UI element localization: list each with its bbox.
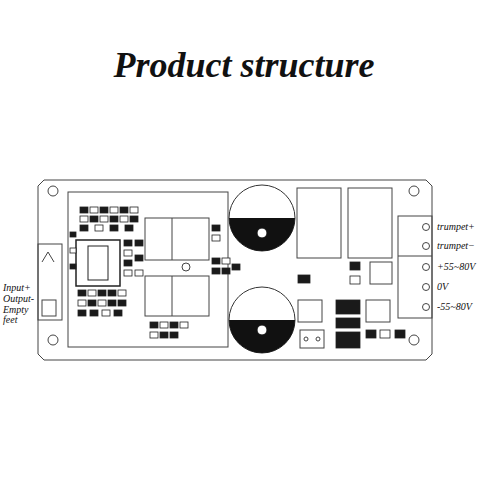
smd-part [150, 332, 158, 338]
smd-part [160, 322, 168, 328]
smd-part [135, 255, 143, 261]
smd-part [80, 225, 88, 231]
smd-part [70, 232, 76, 237]
smd-part [120, 207, 128, 213]
smd-part [130, 207, 138, 213]
smd-part [298, 275, 310, 283]
smd-part [336, 332, 360, 348]
smd-part [78, 290, 86, 296]
smd-part [366, 330, 376, 338]
smd-part [222, 258, 230, 264]
smd-part [80, 216, 88, 222]
terminal-block [398, 216, 432, 318]
mounting-hole [48, 335, 58, 345]
smd-part [78, 310, 86, 316]
smd-part [336, 300, 360, 314]
smd-part [118, 300, 126, 306]
terminal-label: trumpet+ [437, 222, 475, 232]
input-connector [38, 244, 62, 320]
smd-part [98, 290, 106, 296]
heatsink-area [68, 192, 228, 347]
smd-part [110, 207, 118, 213]
smd-part [150, 322, 158, 328]
pin-label: Empty feet [3, 305, 33, 325]
smd-part [212, 258, 220, 264]
smd-part [336, 318, 360, 328]
smd-part [180, 322, 188, 328]
op-amp-ic [76, 240, 120, 286]
smd-part [78, 300, 86, 306]
pcb-outline [38, 180, 432, 360]
smd-part [124, 260, 132, 266]
smd-part [88, 300, 96, 306]
smd-part [70, 264, 76, 269]
terminal-screw [423, 243, 430, 250]
page-title: Product structure [0, 44, 488, 86]
smd-part [232, 264, 240, 270]
smd-part [170, 332, 178, 338]
smd-part [118, 290, 126, 296]
smd-part [88, 290, 96, 296]
smd-part [124, 240, 132, 246]
smd-part [90, 310, 98, 316]
smd-part [90, 207, 98, 213]
smd-part [90, 216, 98, 222]
terminal-screw [423, 284, 430, 291]
terminal-label: 0V [437, 282, 448, 292]
smd-part [135, 240, 143, 246]
smd-part [125, 225, 133, 231]
terminal-screw [423, 224, 430, 231]
pin-label: Output- [3, 294, 34, 304]
mounting-hole [409, 186, 419, 196]
terminal-screw [423, 264, 430, 271]
smd-components [70, 207, 405, 348]
relay [348, 188, 392, 258]
terminal-screw [423, 304, 430, 311]
smd-part [212, 235, 220, 241]
relay [297, 188, 341, 258]
smd-part [395, 330, 405, 338]
smd-part [120, 216, 128, 222]
smd-part [350, 262, 360, 270]
smd-part [110, 225, 118, 231]
smd-part [124, 250, 132, 256]
smd-part [102, 310, 110, 316]
smd-part [212, 268, 220, 274]
terminal-label: trumpet− [437, 241, 475, 251]
smd-part [350, 276, 360, 284]
smd-part [212, 225, 220, 231]
smd-part [70, 248, 76, 253]
pin-label: Input+ [3, 283, 31, 293]
smd-part [130, 216, 138, 222]
smd-part [135, 270, 143, 276]
smd-part [380, 330, 390, 338]
smd-part [108, 300, 116, 306]
capacitor [229, 185, 295, 251]
mounting-hole [409, 335, 419, 345]
smd-part [80, 207, 88, 213]
terminal-label: +55~80V [437, 262, 475, 272]
smd-part [222, 268, 230, 274]
smd-part [124, 270, 132, 276]
smd-part [100, 207, 108, 213]
transistor-pad [145, 276, 209, 316]
smd-part [170, 322, 178, 328]
smd-part [108, 290, 116, 296]
connector [300, 330, 324, 348]
smd-part [95, 225, 103, 231]
terminal-label: -55~80V [437, 302, 472, 312]
transistor-pad [145, 218, 209, 260]
smd-part [110, 216, 118, 222]
smd-part [114, 310, 122, 316]
smd-part [98, 300, 106, 306]
capacitor [229, 287, 295, 353]
smd-part [160, 332, 168, 338]
mounting-hole [48, 186, 58, 196]
smd-part [100, 216, 108, 222]
